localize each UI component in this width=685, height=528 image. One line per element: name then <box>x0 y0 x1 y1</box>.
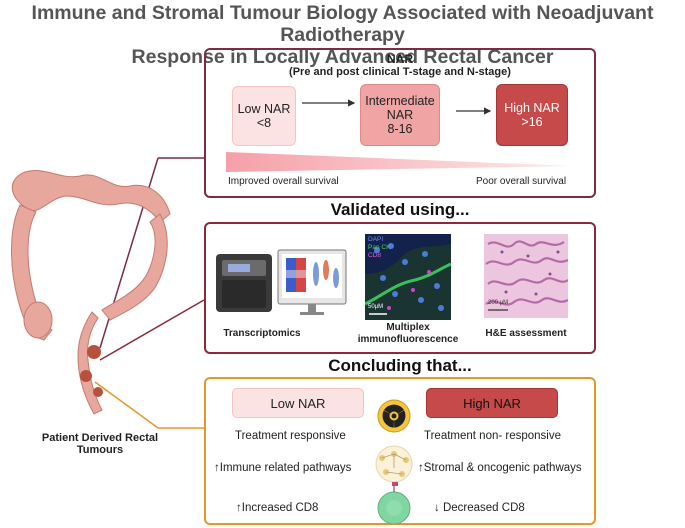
left-pathways-row: ↑Immune related pathways <box>214 462 351 474</box>
low-nar-value: <8 <box>256 116 272 130</box>
left-pathways-text: Immune related pathways <box>219 462 352 474</box>
high-nar-value: >16 <box>521 115 543 129</box>
mif-legend: DAPI Pan CK CD8 <box>368 236 390 260</box>
cd8-cell-icon <box>377 482 411 525</box>
mif-scale-label: 50μM <box>368 304 384 310</box>
heatmap-icon <box>286 258 306 292</box>
right-cd8-row: ↓ Decreased CD8 <box>434 502 525 514</box>
tumour-marks <box>80 345 103 397</box>
concluding-low-nar: Low NAR <box>232 388 364 418</box>
violin-plot-icon <box>313 260 339 288</box>
survival-left-label: Improved overall survival <box>228 176 339 187</box>
mif-label: Multiplex immunofluorescence <box>357 322 459 345</box>
colon-shape <box>11 170 171 415</box>
mif-legend-dapi: DAPI <box>368 236 384 243</box>
intermediate-nar-label-2: NAR <box>386 108 414 122</box>
mif-legend-panck: Pan CK <box>368 244 391 251</box>
intermediate-nar-label-1: Intermediate <box>365 94 435 108</box>
transcriptomics-label: Transcriptomics <box>223 328 301 339</box>
radiation-icon <box>377 399 411 433</box>
high-nar-box: High NAR >16 <box>496 84 568 146</box>
survival-right-label: Poor overall survival <box>476 176 567 187</box>
concluding-icons <box>375 399 413 525</box>
right-response-text: Treatment non- responsive <box>424 430 562 442</box>
nar-subheading: (Pre and post clinical T-stage and N-sta… <box>289 66 511 78</box>
left-response-text: Treatment responsive <box>235 430 346 442</box>
concluding-panel <box>204 377 596 525</box>
high-nar-label: High NAR <box>504 101 560 115</box>
figure-title: Immune and Stromal Tumour Biology Associ… <box>0 2 685 68</box>
nar-heading: NAR <box>387 52 413 66</box>
validated-panel <box>204 222 596 354</box>
right-cd8-text: Decreased CD8 <box>442 502 525 514</box>
left-cd8-text: Increased CD8 <box>241 502 319 514</box>
up-arrow-icon: ↑ <box>236 502 242 514</box>
transcriptomics-illustration <box>216 249 347 315</box>
nar-arrows-and-gradient <box>226 99 572 172</box>
patient-label: Patient Derived Rectal Tumours <box>41 432 159 456</box>
nar-panel <box>204 48 596 198</box>
concluding-high-nar: High NAR <box>426 388 558 418</box>
up-arrow-icon: ↑ <box>418 462 424 474</box>
down-arrow-icon: ↓ <box>434 502 440 514</box>
concluding-heading: Concluding that... <box>328 356 472 375</box>
right-pathways-row: ↑Stromal & oncogenic pathways <box>418 462 582 474</box>
up-arrow-icon: ↑ <box>214 462 220 474</box>
intermediate-nar-value: 8-16 <box>387 122 413 136</box>
mif-legend-cd8: CD8 <box>368 252 382 259</box>
he-scale-label: 200 μM <box>488 300 509 306</box>
he-image <box>484 234 568 318</box>
title-line-1: Immune and Stromal Tumour Biology Associ… <box>31 2 654 46</box>
right-pathways-text: Stromal & oncogenic pathways <box>423 462 582 474</box>
low-nar-box: Low NAR <8 <box>232 86 296 146</box>
intermediate-nar-box: Intermediate NAR 8-16 <box>360 84 440 146</box>
low-nar-label: Low NAR <box>237 102 291 116</box>
connector-validated <box>99 299 205 361</box>
pathway-network-icon <box>375 445 413 483</box>
survival-gradient-wedge <box>226 152 572 172</box>
mif-image <box>365 234 451 320</box>
he-label: H&E assessment <box>485 328 567 339</box>
validated-heading: Validated using... <box>330 200 470 219</box>
title-line-2: Response in Locally Advanced Rectal Canc… <box>131 46 554 68</box>
connector-concluding <box>94 381 159 429</box>
left-cd8-row: ↑Increased CD8 <box>236 502 318 514</box>
